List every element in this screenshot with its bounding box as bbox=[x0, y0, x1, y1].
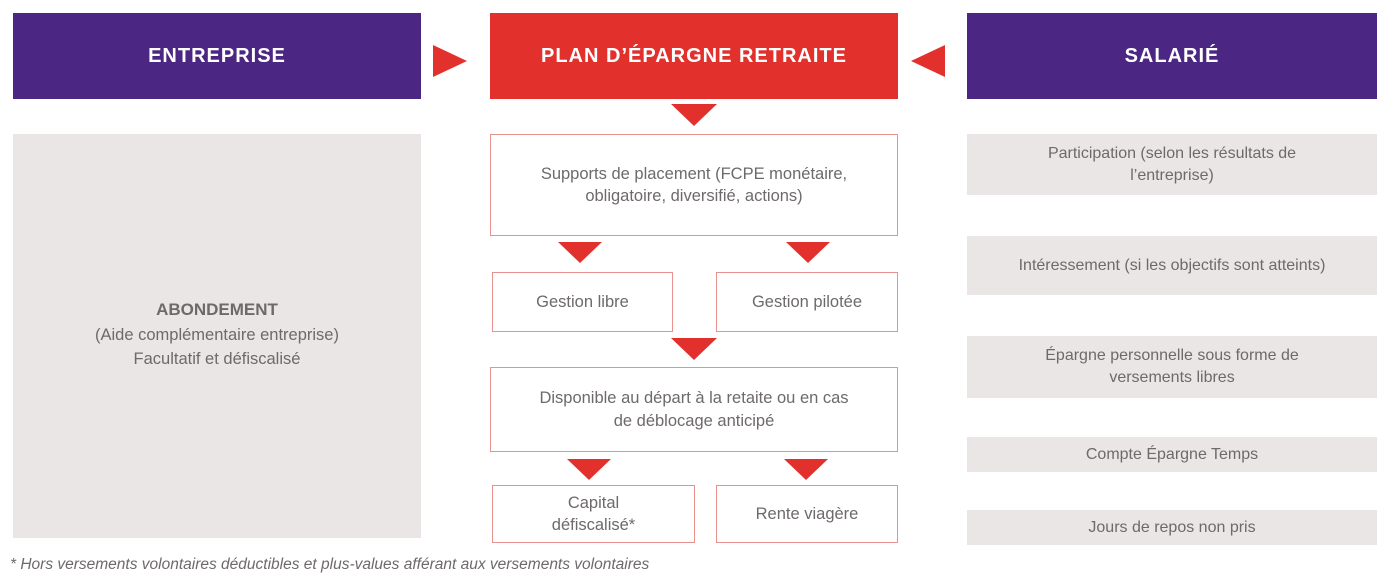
interessement-item: Intéressement (si les objectifs sont att… bbox=[967, 236, 1377, 295]
arrow-down-icon bbox=[671, 104, 717, 126]
participation-item: Participation (selon les résultats de l’… bbox=[967, 134, 1377, 195]
arrow-down-icon bbox=[784, 459, 828, 480]
arrow-down-icon bbox=[671, 338, 717, 360]
gestion-libre-box: Gestion libre bbox=[492, 272, 673, 332]
salarie-header: SALARIÉ bbox=[967, 13, 1377, 99]
plan-epargne-retraite-header: PLAN D’ÉPARGNE RETRAITE bbox=[490, 13, 898, 99]
footnote: * Hors versements volontaires déductible… bbox=[10, 556, 650, 573]
arrow-down-icon bbox=[786, 242, 830, 263]
epargne-personnelle-item: Épargne personnelle sous forme de versem… bbox=[967, 336, 1377, 398]
arrow-down-icon bbox=[567, 459, 611, 480]
abondement-subtitle: (Aide complémentaire entreprise) bbox=[95, 326, 339, 345]
compte-epargne-temps-item: Compte Épargne Temps bbox=[967, 437, 1377, 472]
abondement-title: ABONDEMENT bbox=[156, 300, 278, 320]
abondement-box: ABONDEMENT (Aide complémentaire entrepri… bbox=[13, 134, 421, 538]
entreprise-header: ENTREPRISE bbox=[13, 13, 421, 99]
capital-defiscalise-box: Capital défiscalisé* bbox=[492, 485, 695, 543]
abondement-note: Facultatif et défiscalisé bbox=[133, 350, 301, 368]
disponible-box: Disponible au départ à la retaite ou en … bbox=[490, 367, 898, 452]
rente-viagere-box: Rente viagère bbox=[716, 485, 898, 543]
gestion-pilotee-box: Gestion pilotée bbox=[716, 272, 898, 332]
supports-placement-box: Supports de placement (FCPE monétaire, o… bbox=[490, 134, 898, 236]
jours-de-repos-item: Jours de repos non pris bbox=[967, 510, 1377, 545]
arrow-right-icon bbox=[433, 45, 467, 77]
arrow-down-icon bbox=[558, 242, 602, 263]
arrow-left-icon bbox=[911, 45, 945, 77]
